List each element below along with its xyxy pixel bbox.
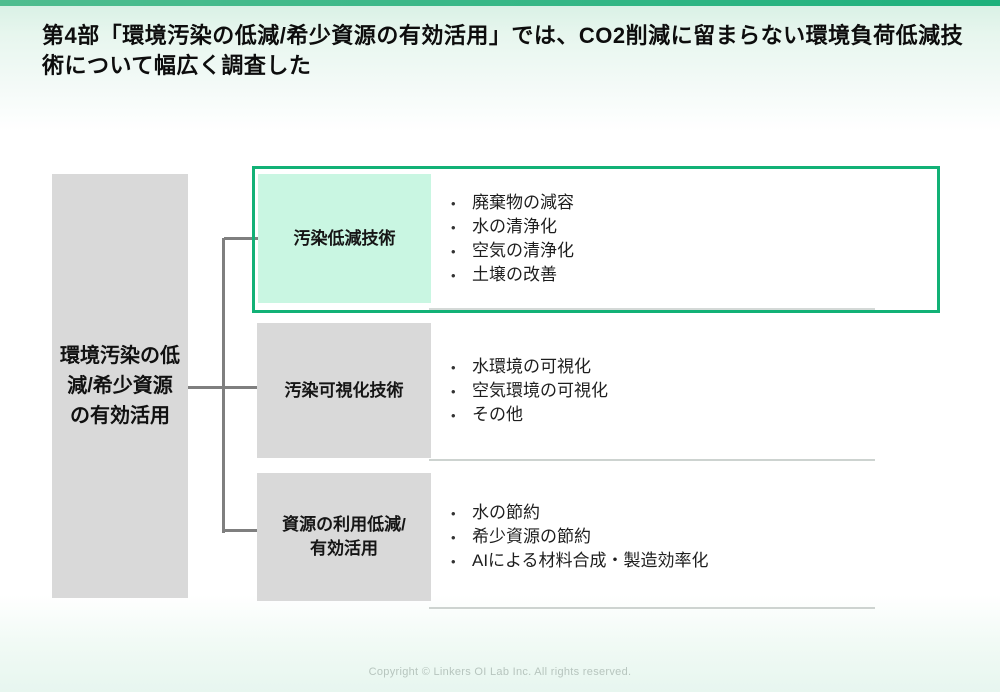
connector-trunk bbox=[222, 238, 225, 533]
highlight-outline-row1 bbox=[252, 166, 940, 313]
bullet-item: その他 bbox=[448, 403, 888, 428]
root-node-box: 環境汚染の低 減/希少資源 の有効活用 bbox=[52, 174, 188, 598]
bullet-item: 空気の清浄化 bbox=[448, 239, 888, 264]
slide-title: 第4部「環境汚染の低減/希少資源の有効活用」では、CO2削減に留まらない環境負荷… bbox=[42, 23, 964, 78]
divider-row3 bbox=[429, 607, 875, 609]
bullet-item: 水の清浄化 bbox=[448, 215, 888, 240]
connector-branch-3 bbox=[224, 529, 258, 532]
bullet-list-row2: 水環境の可視化 空気環境の可視化 その他 bbox=[448, 323, 888, 458]
bullet-item: 希少資源の節約 bbox=[448, 525, 888, 550]
divider-row2 bbox=[429, 459, 875, 461]
bullet-list-row1: 廃棄物の減容 水の清浄化 空気の清浄化 土壌の改善 bbox=[448, 174, 888, 303]
divider-row1 bbox=[429, 308, 875, 310]
bullet-item: 土壌の改善 bbox=[448, 263, 888, 288]
copyright-text: Copyright © Linkers OI Lab Inc. All righ… bbox=[368, 666, 632, 678]
top-accent-bar bbox=[0, 0, 1000, 6]
bullet-list-row3: 水の節約 希少資源の節約 AIによる材料合成・製造効率化 bbox=[448, 473, 888, 601]
category-label: 資源の利用低減/ 有効活用 bbox=[282, 515, 406, 558]
connector-branch-1 bbox=[224, 237, 258, 240]
category-box-pollution-visualization: 汚染可視化技術 bbox=[257, 323, 431, 458]
category-label: 汚染可視化技術 bbox=[284, 380, 404, 400]
bullet-item: AIによる材料合成・製造効率化 bbox=[448, 549, 888, 574]
category-label: 汚染低減技術 bbox=[293, 228, 396, 248]
bullet-item: 空気環境の可視化 bbox=[448, 379, 888, 404]
bullet-item: 水環境の可視化 bbox=[448, 355, 888, 380]
bullet-item: 廃棄物の減容 bbox=[448, 191, 888, 216]
connector-branch-2 bbox=[188, 386, 258, 389]
category-box-pollution-reduction: 汚染低減技術 bbox=[258, 174, 431, 303]
bullet-item: 水の節約 bbox=[448, 501, 888, 526]
root-node-label: 環境汚染の低 減/希少資源 の有効活用 bbox=[60, 345, 180, 427]
category-box-resource-efficiency: 資源の利用低減/ 有効活用 bbox=[257, 473, 431, 601]
